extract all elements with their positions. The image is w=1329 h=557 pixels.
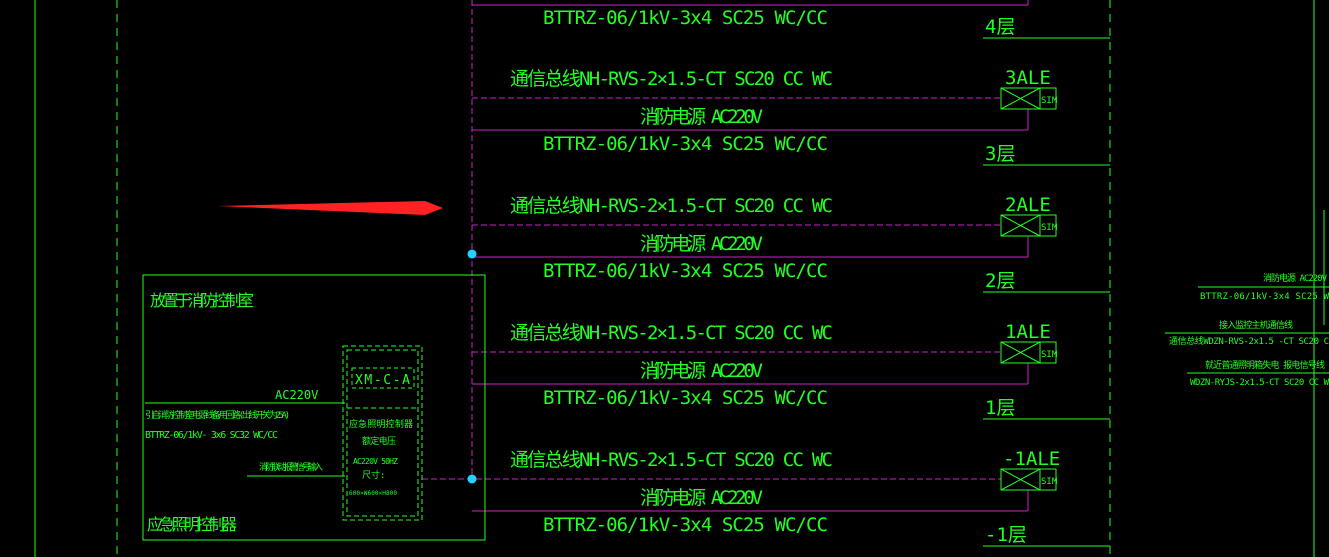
signal-in-label: 消防联动报警信号输入 [259, 461, 323, 473]
device-line-4: 尺寸: [362, 469, 385, 481]
ac-label: AC220V [275, 388, 318, 402]
red-arrow-annotation [218, 201, 443, 215]
panel-label: 3ALE [1005, 67, 1051, 89]
device-outer-box [342, 345, 423, 521]
device-line-2: 额定电压 [362, 435, 396, 447]
right-signal-cable: WDZN-RYJS-2x1.5-CT SC20 CC W [1190, 378, 1329, 388]
row-1f: 通信总线NH-RVS-2×1.5-CT SC20 CC WC 消防电源 AC22… [472, 321, 1110, 420]
device-line-1: 应急照明控制器 [349, 418, 413, 430]
device-line-5: 600×W600×H800 [349, 490, 397, 497]
panel-box [1000, 468, 1057, 491]
junction-node-upper[interactable] [467, 249, 477, 259]
sim-label: SIM [1041, 350, 1058, 360]
feed-note: 引自消防控制室电源线备用回路(出线开关为25A) [145, 409, 290, 421]
cable-label: BTTRZ-06/1kV-3x4 SC25 WC/CC [543, 260, 828, 282]
row-2f: 通信总线NH-RVS-2×1.5-CT SC20 CC WC 消防电源 AC22… [472, 194, 1110, 293]
cable-label: BTTRZ-06/1kV-3x4 SC25 WC/CC [543, 133, 828, 155]
panel-box [1000, 341, 1057, 364]
panel-box [1000, 87, 1057, 110]
floor-label: 2层 [985, 270, 1015, 292]
bus-label: 通信总线NH-RVS-2×1.5-CT SC20 CC WC [510, 322, 833, 344]
row-b1f: 通信总线NH-RVS-2×1.5-CT SC20 CC WC 消防电源 AC22… [422, 448, 1110, 547]
right-power-cable: BTTRZ-06/1kV-3x4 SC25 W [1200, 292, 1329, 302]
device-tag: XM-C-A [355, 373, 410, 388]
control-room-box: 放置于消防控制室 应急照明控制器 AC220V 引自消防控制室电源线备用回路(出… [142, 274, 486, 541]
floor-label: -1层 [985, 524, 1027, 546]
device-line-3: AC220V 50HZ [353, 457, 398, 466]
bus-label: 通信总线NH-RVS-2×1.5-CT SC20 CC WC [510, 68, 833, 90]
right-monitor-cable: 通信总线WDZN-RVS-2x1.5 -CT SC20 C [1169, 335, 1329, 347]
sim-label: SIM [1041, 96, 1058, 106]
right-side-labels: 消防电源 AC220V BTTRZ-06/1kV-3x4 SC25 W 接入监控… [1165, 272, 1329, 388]
device-inner-box [346, 349, 419, 517]
right-power-label: 消防电源 AC220V [1263, 272, 1328, 284]
panel-box [1000, 214, 1057, 237]
floor-label: 1层 [985, 397, 1015, 419]
power-label: 消防电源 AC220V [640, 233, 763, 255]
feed-cable: BTTRZ-06/1kV- 3x6 SC32 WC/CC [145, 430, 278, 441]
top-floor-label: 4层 [985, 16, 1015, 38]
device-tag-box [351, 367, 415, 389]
sim-label: SIM [1041, 223, 1058, 233]
panel-label: 2ALE [1005, 194, 1051, 216]
bus-label: 通信总线NH-RVS-2×1.5-CT SC20 CC WC [510, 195, 833, 217]
junction-node-lower[interactable] [467, 474, 477, 484]
power-label: 消防电源 AC220V [640, 487, 763, 509]
control-room-title: 放置于消防控制室 [150, 291, 254, 310]
sim-label: SIM [1041, 477, 1058, 487]
right-signal-label: 就近普通照明箱失电 报电信号线 [1205, 359, 1325, 371]
control-room-footer: 应急照明控制器 [147, 515, 237, 534]
right-monitor-label: 接入监控主机通信线 [1219, 319, 1293, 331]
power-label: 消防电源 AC220V [640, 106, 763, 128]
cable-label: BTTRZ-06/1kV-3x4 SC25 WC/CC [543, 387, 828, 409]
power-label: 消防电源 AC220V [640, 360, 763, 382]
top-cable-label: BTTRZ-06/1kV-3x4 SC25 WC/CC [543, 7, 828, 29]
cable-label: BTTRZ-06/1kV-3x4 SC25 WC/CC [543, 514, 828, 536]
panel-label: 1ALE [1005, 321, 1051, 343]
panel-label: -1ALE [1003, 448, 1060, 470]
row-3f: 通信总线NH-RVS-2×1.5-CT SC20 CC WC 消防电源 AC22… [472, 67, 1110, 166]
bus-label: 通信总线NH-RVS-2×1.5-CT SC20 CC WC [510, 449, 833, 471]
floor-label: 3层 [985, 143, 1015, 165]
